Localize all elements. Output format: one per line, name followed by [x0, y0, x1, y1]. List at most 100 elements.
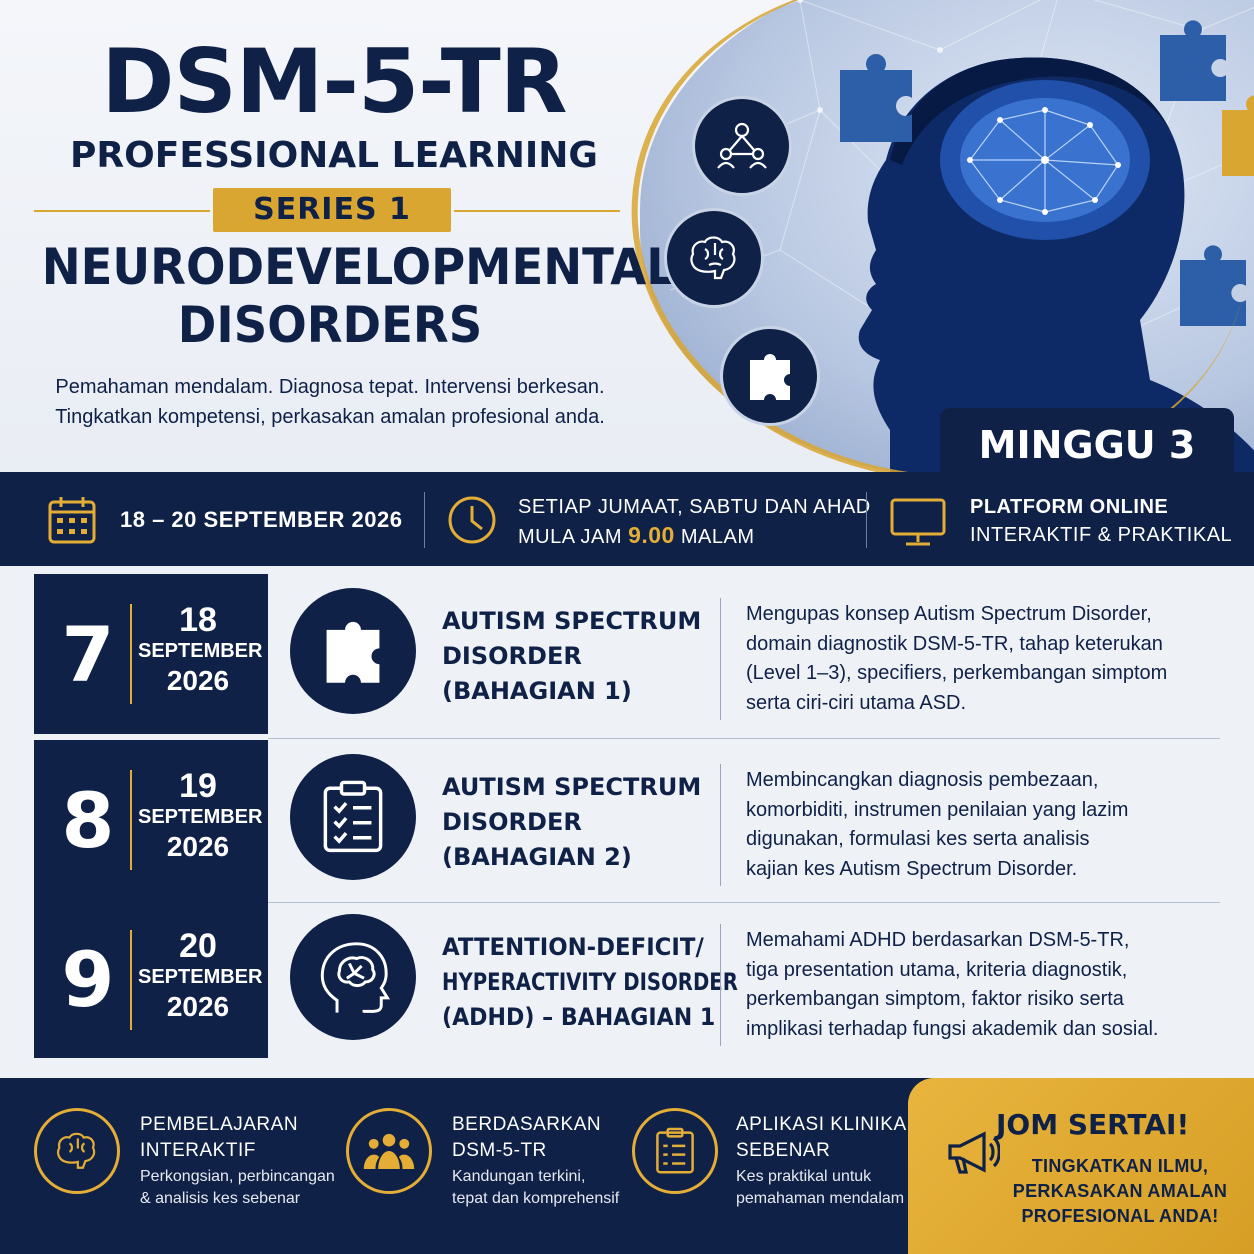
row-divider [268, 738, 1220, 739]
session-title: AUTISM SPECTRUM DISORDER (BAHAGIAN 1) [442, 604, 712, 709]
session-row: 7 18 SEPTEMBER 2026 AUTISM SPECTRUM DISO… [34, 574, 1220, 734]
feature-title: BERDASARKAN DSM-5-TR [452, 1112, 601, 1164]
description-line: kajian kes Autism Spectrum Disorder. [746, 857, 1078, 880]
session-month: SEPTEMBER [138, 640, 263, 662]
divider [866, 492, 867, 548]
column-divider [720, 924, 721, 1046]
feature-description: Kandungan terkini, tepat dan komprehensi… [452, 1166, 619, 1210]
feature-title-line: SEBENAR [736, 1140, 831, 1161]
column-divider [720, 598, 721, 720]
feature-desc-line: tepat dan komprehensif [452, 1190, 620, 1207]
description-line: digunakan, formulasi kes serta analisis [746, 828, 1090, 850]
session-year: 2026 [166, 831, 230, 862]
cta-line: TINGKATKAN ILMU, [1031, 1156, 1209, 1176]
session-list: 7 18 SEPTEMBER 2026 AUTISM SPECTRUM DISO… [34, 574, 1220, 1058]
session-description: Mengupas konsep Autism Spectrum Disorder… [746, 600, 1216, 718]
feature-title: PEMBELAJARAN INTERAKTIF [140, 1112, 298, 1164]
head-brain-icon [290, 914, 416, 1040]
session-number: 8 [61, 775, 115, 865]
session-day: 18 [179, 601, 217, 639]
session-date: 20 SEPTEMBER 2026 [138, 927, 263, 1024]
tagline-line1: Pemahaman mendalam. Diagnosa tepat. Inte… [55, 376, 605, 398]
session-day: 19 [179, 767, 217, 805]
cta-line: PROFESIONAL ANDA! [1021, 1206, 1219, 1226]
session-title-line: HYPERACTIVITY DISORDER [442, 968, 738, 996]
session-title: AUTISM SPECTRUM DISORDER (BAHAGIAN 2) [442, 770, 712, 875]
description-line: Membincangkan diagnosis pembezaan, [746, 769, 1099, 791]
cta-line: PERKASAKAN AMALAN [1012, 1181, 1228, 1201]
topic-title-line2: DISORDERS [177, 296, 483, 354]
feature-desc-line: Kandungan terkini, [452, 1168, 586, 1185]
session-row: 8 19 SEPTEMBER 2026 AUTISM SPECTRUM DISO… [34, 740, 1220, 900]
description-line: implikasi terhadap fungsi akademik dan s… [746, 1017, 1159, 1040]
session-title-line: (BAHAGIAN 2) [442, 843, 632, 871]
cta-subtitle: TINGKATKAN ILMU, PERKASAKAN AMALAN PROFE… [1000, 1154, 1240, 1229]
group-icon [346, 1108, 432, 1194]
feature-title-line: INTERAKTIF [140, 1140, 256, 1161]
feature-title: APLIKASI KLINIKAL SEBENAR [736, 1112, 918, 1164]
platform-line2: INTERAKTIF & PRAKTIKAL [970, 524, 1233, 546]
session-date-block: 9 20 SEPTEMBER 2026 [34, 900, 268, 1058]
main-title: DSM-5-TR [101, 30, 567, 133]
brain-icon [34, 1108, 120, 1194]
monitor-icon [888, 496, 948, 553]
subtitle: PROFESSIONAL LEARNING [70, 135, 598, 176]
session-title-line: AUTISM SPECTRUM [442, 607, 702, 635]
description-line: Mengupas konsep Autism Spectrum Disorder… [746, 603, 1152, 625]
session-title: ATTENTION-DEFICIT/ HYPERACTIVITY DISORDE… [442, 930, 738, 1035]
clipboard-icon [632, 1108, 718, 1194]
topic-title-line1: NEURODEVELOPMENTAL [41, 238, 676, 296]
session-year: 2026 [166, 991, 230, 1022]
description-line: perkembangan simptom, faktor risiko sert… [746, 988, 1124, 1010]
feature-title-line: BERDASARKAN [452, 1114, 602, 1135]
session-month: SEPTEMBER [138, 966, 263, 988]
session-title-line: DISORDER [442, 642, 582, 670]
schedule-suffix: MALAM [674, 526, 755, 548]
brain-icon [664, 208, 764, 308]
session-row: 9 20 SEPTEMBER 2026 ATTENTION-DEFICIT/ H… [34, 900, 1220, 1058]
puzzle-icon [290, 588, 416, 714]
feature-title-line: APLIKASI KLINIKAL [736, 1114, 918, 1135]
description-line: serta ciri-ciri utama ASD. [746, 691, 967, 714]
session-number: 7 [61, 609, 115, 699]
week-badge: MINGGU 3 [940, 408, 1234, 472]
event-date: 18 – 20 SEPTEMBER 2026 [120, 507, 403, 532]
call-to-action[interactable]: JOM SERTAI! TINGKATKAN ILMU, PERKASAKAN … [908, 1078, 1254, 1254]
feature-desc-line: & analisis kes sebenar [140, 1190, 301, 1207]
description-line: tiga presentation utama, kriteria diagno… [746, 958, 1128, 981]
hero-section: DSM-5-TR PROFESSIONAL LEARNING SERIES 1 … [0, 0, 1254, 472]
series-rule-left [34, 210, 210, 212]
column-divider [720, 764, 721, 886]
people-network-icon [692, 96, 792, 196]
feature-title-line: PEMBELAJARAN [140, 1114, 299, 1135]
session-title-line: AUTISM SPECTRUM [442, 773, 702, 801]
session-date: 18 SEPTEMBER 2026 [138, 601, 263, 698]
session-date: 19 SEPTEMBER 2026 [138, 767, 263, 864]
topic-title: NEURODEVELOPMENTAL DISORDERS [41, 238, 676, 354]
feature-desc-line: Perkongsian, perbincangan [140, 1168, 335, 1185]
description-line: (Level 1–3), specifiers, perkembangan si… [746, 662, 1168, 684]
tagline-line2: Tingkatkan kompetensi, perkasakan amalan… [55, 406, 605, 428]
clipboard-checklist-icon [290, 754, 416, 880]
description-line: komorbiditi, instrumen penilaian yang la… [746, 798, 1129, 821]
series-badge: SERIES 1 [213, 188, 451, 232]
session-month: SEPTEMBER [138, 806, 263, 828]
schedule-line1: SETIAP JUMAAT, SABTU DAN AHAD [518, 496, 871, 518]
platform-line1: PLATFORM ONLINE [970, 496, 1169, 518]
feature-title-line: DSM-5-TR [452, 1140, 547, 1161]
cta-title: JOM SERTAI! [996, 1108, 1190, 1141]
session-date-block: 7 18 SEPTEMBER 2026 [34, 574, 268, 734]
session-year: 2026 [166, 665, 230, 696]
feature-description: Perkongsian, perbincangan & analisis kes… [140, 1166, 335, 1210]
description-line: Memahami ADHD berdasarkan DSM-5-TR, [746, 929, 1130, 951]
row-divider [268, 902, 1220, 903]
divider [424, 492, 425, 548]
puzzle-icon [720, 326, 820, 426]
schedule-time: 9.00 [628, 522, 675, 548]
session-date-block: 8 19 SEPTEMBER 2026 [34, 740, 268, 900]
session-day: 20 [179, 927, 217, 965]
feature-description: Kes praktikal untuk pemahaman mendalam [736, 1166, 904, 1210]
session-title-line: (ADHD) – BAHAGIAN 1 [442, 1003, 716, 1031]
session-title-line: ATTENTION-DEFICIT/ [442, 933, 704, 961]
megaphone-icon [944, 1126, 1001, 1183]
